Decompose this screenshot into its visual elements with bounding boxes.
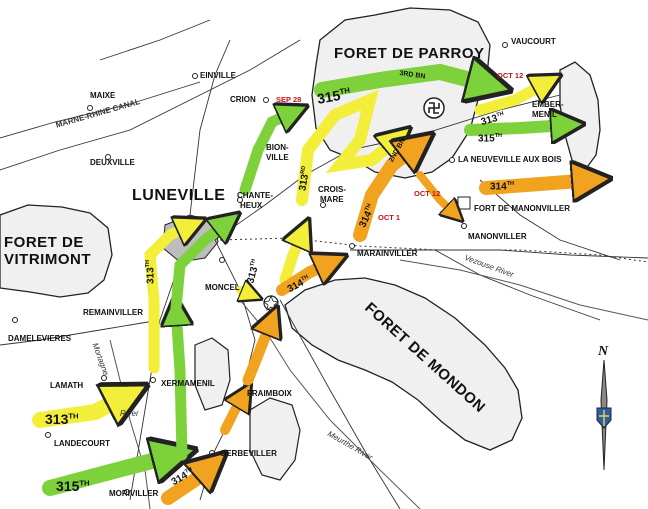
arrow-314-oct12-curve bbox=[416, 171, 455, 214]
town-deuxville: DEUXVILLE bbox=[90, 158, 135, 167]
unit-313-remainviller: 313TH bbox=[145, 259, 157, 284]
arrow-314-fraimboix bbox=[220, 395, 244, 435]
arrow-314-gerbeviller bbox=[161, 465, 212, 505]
town-crion: CRION bbox=[230, 95, 256, 104]
arrows-315 bbox=[42, 72, 568, 496]
vezouse-river bbox=[399, 259, 648, 321]
unit-313-lamath: 313TH bbox=[45, 411, 79, 427]
town-lamath: LAMATH bbox=[50, 381, 84, 390]
arrow-315-embermenil bbox=[464, 125, 568, 130]
fort-marker bbox=[457, 196, 471, 210]
forest-vitrimont-label-line1: FORET DE bbox=[4, 234, 84, 251]
mortagne-river bbox=[109, 339, 151, 509]
town-bionville-line1: BION- bbox=[266, 143, 289, 152]
unit-315-moriviller: 315TH bbox=[56, 478, 90, 494]
forest-vitrimont bbox=[0, 204, 113, 298]
arrow-315-parroy bbox=[314, 72, 490, 90]
arrow-315-crion bbox=[239, 112, 294, 196]
town-landecourt: LANDECOURT bbox=[54, 439, 110, 448]
town-marainviller: MARAINVILLER bbox=[357, 249, 418, 258]
unit-315-embermenil: 315TH bbox=[478, 133, 503, 145]
arrow-313-north bbox=[144, 225, 192, 374]
forest-mondon bbox=[284, 277, 523, 451]
town-croismare-line1: CROIS- bbox=[318, 185, 346, 194]
compass-rose bbox=[596, 359, 612, 471]
luneville-label: LUNEVILLE bbox=[132, 187, 226, 204]
arrows-314 bbox=[161, 145, 592, 505]
forest-parroy-label: FORET DE PARROY bbox=[334, 45, 485, 62]
town-fraimboix: FRAIMBOIX bbox=[247, 389, 292, 398]
german-position-icon bbox=[428, 102, 440, 114]
town-gerbeviller: GERBEVILLER bbox=[220, 449, 277, 458]
town-damelevieres: DAMELEVIERES bbox=[8, 334, 72, 343]
arrow-313-parroy bbox=[296, 89, 398, 206]
date-oct12-mid: OCT 12 bbox=[414, 189, 441, 198]
town-xermamenil: XERMAMENIL bbox=[161, 379, 215, 388]
arrow-315-north-2 bbox=[170, 222, 228, 314]
arrow-314-marainviller bbox=[276, 262, 332, 296]
town-moriviller: MORIVILLER bbox=[109, 489, 159, 498]
arrow-314-oct1 bbox=[353, 145, 418, 242]
town-croismare-line2: MARE bbox=[320, 195, 344, 204]
forest-small-east bbox=[559, 61, 601, 171]
date-sep28: SEP 28 bbox=[276, 95, 302, 104]
compass-north-label: N bbox=[598, 344, 609, 359]
arrow-315-moriviller bbox=[42, 455, 175, 496]
forest-vitrimont-label-line2: VITRIMONT bbox=[4, 251, 91, 268]
town-bionville-line2: VILLE bbox=[266, 153, 289, 162]
town-vaucourt: VAUCOURT bbox=[511, 37, 556, 46]
town-chanteheux-line1: CHANTE- bbox=[237, 191, 273, 200]
arrow-314-south-battle bbox=[242, 320, 272, 386]
town-moncel: MONCEL bbox=[205, 283, 240, 292]
arrow-314-manonviller bbox=[479, 180, 592, 188]
town-einville: EINVILLE bbox=[200, 71, 237, 80]
forest-small-south bbox=[249, 397, 301, 481]
town-remainviller: REMAINVILLER bbox=[83, 308, 143, 317]
forest-small-west bbox=[194, 337, 231, 411]
town-fort-manonviller: FORT DE MANONVILLER bbox=[474, 204, 570, 213]
unit-314-manonviller: 314TH bbox=[490, 181, 515, 193]
arrow-313-moncel bbox=[236, 290, 252, 295]
town-neuveville: LA NEUVEVILLE AUX BOIS bbox=[458, 155, 562, 164]
mortagne-river-label-line2: River bbox=[120, 409, 139, 418]
town-chanteheux-line2: HEUX bbox=[240, 201, 263, 210]
arrow-313-lamath bbox=[32, 395, 128, 428]
town-maixe: MAIXE bbox=[90, 91, 116, 100]
date-oct1: OCT 1 bbox=[378, 213, 401, 222]
town-manonviller: MANONVILLER bbox=[468, 232, 527, 241]
arrow-313-croismare bbox=[279, 232, 303, 286]
town-embermenil-line2: MENIL bbox=[532, 110, 557, 119]
arrows-313 bbox=[32, 82, 548, 428]
date-oct12-top: OCT 12 bbox=[497, 71, 524, 80]
town-embermenil-line1: EMBER- bbox=[532, 100, 564, 109]
arrow-313-embermenil bbox=[474, 82, 548, 116]
arrow-315-north-1 bbox=[176, 310, 182, 461]
